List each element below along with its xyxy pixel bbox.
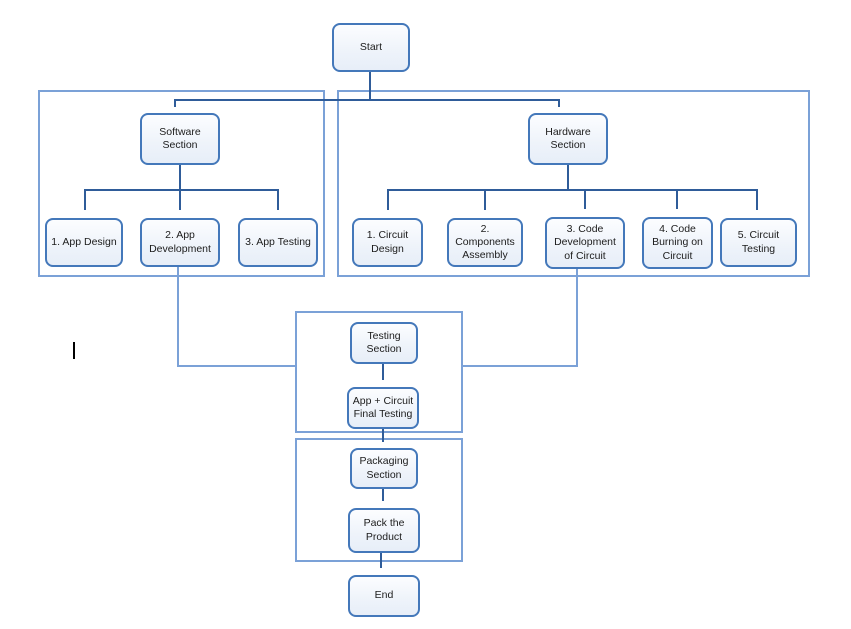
container-hardware-group[interactable] <box>337 90 810 277</box>
node-label: Testing Section <box>366 329 402 355</box>
node-label: Packaging Section <box>359 455 409 481</box>
node-label: 1. App Design <box>51 235 117 248</box>
connector-software-row <box>84 189 279 191</box>
container-software-group[interactable] <box>38 90 325 277</box>
node-circuit-testing[interactable]: 5. Circuit Testing <box>714 212 797 267</box>
connector-drop-software <box>174 99 176 107</box>
node-app-development[interactable]: 2. App Development <box>134 212 220 267</box>
connector-drop-app-design <box>84 189 86 210</box>
node-label: End <box>374 589 394 602</box>
connector-software-stem <box>179 165 181 191</box>
node-app-design[interactable]: 1. App Design <box>39 212 123 267</box>
connector-drop-code-development <box>584 189 586 209</box>
connector-packaging-internal <box>382 489 384 501</box>
connector-drop-circuit-design <box>387 189 389 210</box>
node-hardware-section[interactable]: Hardware Section <box>522 107 608 165</box>
node-label: Hardware Section <box>545 125 591 151</box>
connector-drop-components-assembly <box>484 189 486 210</box>
connector-codedev-across <box>463 365 576 367</box>
node-testing-section[interactable]: Testing Section <box>344 316 418 364</box>
connector-codedev-down <box>576 269 578 367</box>
node-label: 2. Components Assembly <box>455 222 515 262</box>
connector-hardware-stem <box>567 165 569 191</box>
connector-drop-hardware <box>558 99 560 107</box>
node-circuit-design[interactable]: 1. Circuit Design <box>346 212 423 267</box>
connector-start-stem <box>369 72 371 100</box>
text-cursor <box>73 342 75 359</box>
node-label: Start <box>359 40 383 53</box>
node-label: Pack the Product <box>363 517 405 543</box>
connector-testing-internal <box>382 364 384 380</box>
node-label: 5. Circuit Testing <box>737 229 780 255</box>
node-label: 1. Circuit Design <box>366 229 409 255</box>
node-label: Software Section <box>159 125 201 151</box>
node-label: App + Circuit Final Testing <box>352 394 414 420</box>
connector-packaging-to-end <box>380 553 382 568</box>
connector-appdev-across <box>177 365 295 367</box>
node-label: 2. App Development <box>149 229 211 255</box>
connector-appdev-down <box>177 267 179 367</box>
node-end[interactable]: End <box>342 569 420 617</box>
node-code-burning[interactable]: 4. Code Burning on Circuit <box>636 211 713 269</box>
node-app-circuit-final-testing[interactable]: App + Circuit Final Testing <box>341 381 419 429</box>
connector-drop-app-testing <box>277 189 279 210</box>
container-packaging-group[interactable] <box>295 438 463 562</box>
node-label: 3. App Testing <box>245 235 311 248</box>
node-pack-the-product[interactable]: Pack the Product <box>342 502 420 553</box>
node-packaging-section[interactable]: Packaging Section <box>344 442 418 489</box>
container-testing-group[interactable] <box>295 311 463 433</box>
node-label: 4. Code Burning on Circuit <box>652 223 703 262</box>
connector-drop-app-development <box>179 189 181 210</box>
node-software-section[interactable]: Software Section <box>134 107 220 165</box>
connector-testing-to-packaging <box>382 429 384 442</box>
node-components-assembly[interactable]: 2. Components Assembly <box>441 212 523 267</box>
node-app-testing[interactable]: 3. App Testing <box>232 212 318 267</box>
node-start[interactable]: Start <box>326 17 410 72</box>
node-label: 3. Code Development of Circuit <box>554 223 616 262</box>
connector-hardware-row <box>387 189 758 191</box>
connector-drop-circuit-testing <box>756 189 758 210</box>
connector-top-horizontal <box>174 99 560 101</box>
node-code-development[interactable]: 3. Code Development of Circuit <box>539 211 625 269</box>
connector-drop-code-burning <box>676 189 678 209</box>
